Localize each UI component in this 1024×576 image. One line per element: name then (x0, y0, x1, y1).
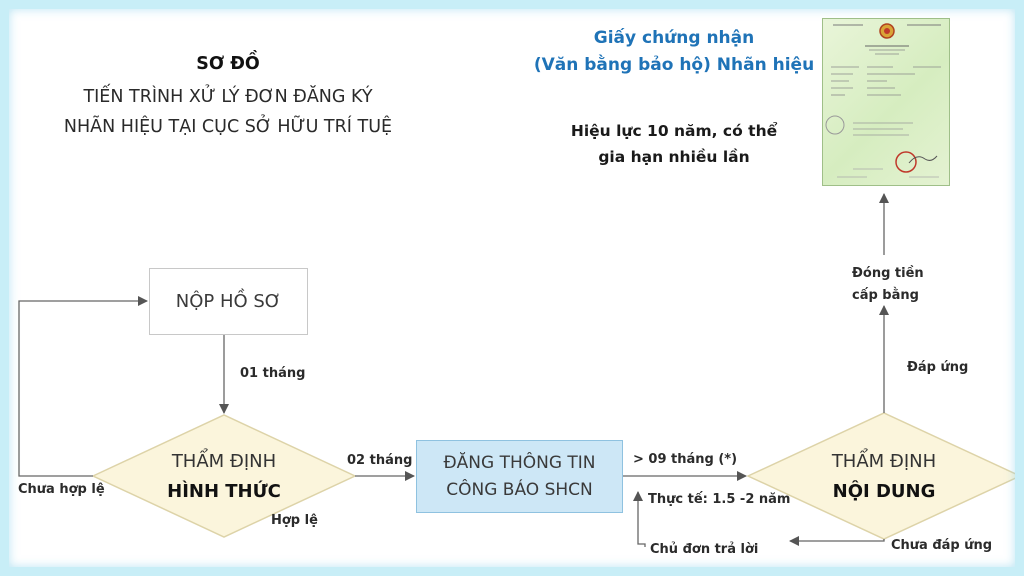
diagram-subtitle-line1: TIẾN TRÌNH XỬ LÝ ĐƠN ĐĂNG KÝ (83, 87, 373, 107)
label-satisfied: Đáp ứng (907, 360, 969, 375)
certificate-document-image (822, 18, 950, 186)
label-nine-months: > 09 tháng (*) (633, 452, 738, 467)
substantive-exam-label-line1: THẨM ĐỊNH (831, 451, 937, 472)
formal-exam-node: THẨM ĐỊNH HÌNH THỨC (139, 447, 309, 507)
formal-exam-label-line1: THẨM ĐỊNH (171, 451, 277, 472)
arrow-invalid-loop (18, 296, 148, 477)
submit-application-box: NỘP HỒ SƠ (149, 268, 308, 335)
label-invalid: Chưa hợp lệ (18, 482, 105, 497)
label-valid: Hợp lệ (271, 513, 318, 528)
diagram-subtitle-line2: NHÃN HIỆU TẠI CỤC SỞ HỮU TRÍ TUỆ (63, 117, 393, 137)
formal-exam-label-line2: HÌNH THỨC (167, 481, 281, 502)
certificate-note-line1: Hiệu lực 10 năm, có thể (570, 122, 778, 140)
certificate-title-line1: Giấy chứng nhận (593, 28, 755, 48)
certificate-title-line2: (Văn bằng bảo hộ) Nhãn hiệu (533, 55, 815, 75)
certificate-graphic (825, 23, 941, 178)
label-not-satisfied: Chưa đáp ứng (891, 538, 993, 553)
label-two-months: 02 tháng (347, 453, 413, 468)
label-pay-fee-line2: cấp bằng (852, 288, 919, 303)
publication-label-line2: CÔNG BÁO SHCN (446, 479, 593, 500)
label-applicant-reply: Chủ đơn trả lời (650, 542, 759, 557)
seal-icon (895, 151, 917, 173)
certificate-note-line2: gia hạn nhiều lần (598, 148, 750, 166)
label-actual-duration: Thực tế: 1.5 -2 năm (648, 492, 791, 507)
arrow-not-satisfied-line (789, 536, 885, 546)
label-one-month: 01 tháng (240, 366, 306, 381)
arrow-reply-back (633, 491, 646, 547)
submit-application-label: NỘP HỒ SƠ (175, 291, 282, 312)
diagram-title: SƠ ĐỒ (196, 54, 260, 74)
publication-label-line1: ĐĂNG THÔNG TIN (443, 452, 596, 473)
label-pay-fee-line1: Đóng tiền (852, 266, 924, 281)
substantive-exam-label-line2: NỘI DUNG (832, 481, 936, 502)
publication-box: ĐĂNG THÔNG TIN CÔNG BÁO SHCN (416, 440, 623, 513)
substantive-exam-node: THẨM ĐỊNH NỘI DUNG (799, 447, 969, 507)
